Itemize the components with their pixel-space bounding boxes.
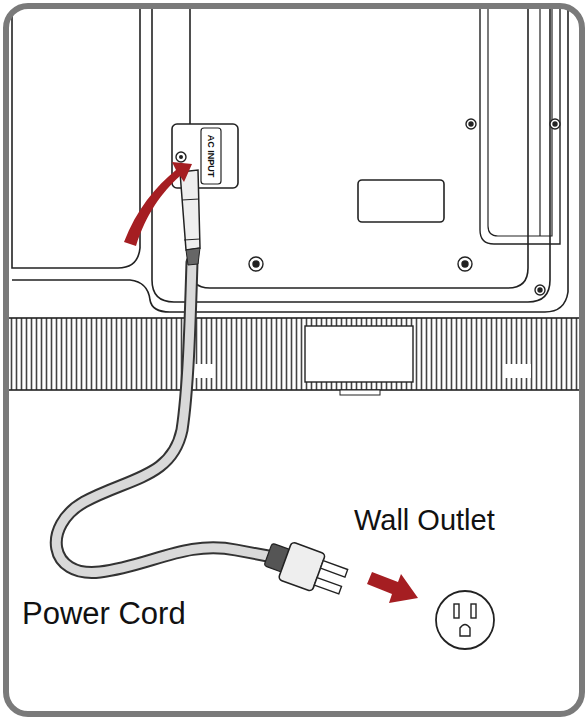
- tv-back: [6, 6, 582, 649]
- port-label: AC INPUT: [206, 135, 216, 178]
- part-label: Power Cord: [22, 596, 186, 632]
- frame: [6, 6, 582, 714]
- part-label: Wall Outlet: [354, 504, 495, 537]
